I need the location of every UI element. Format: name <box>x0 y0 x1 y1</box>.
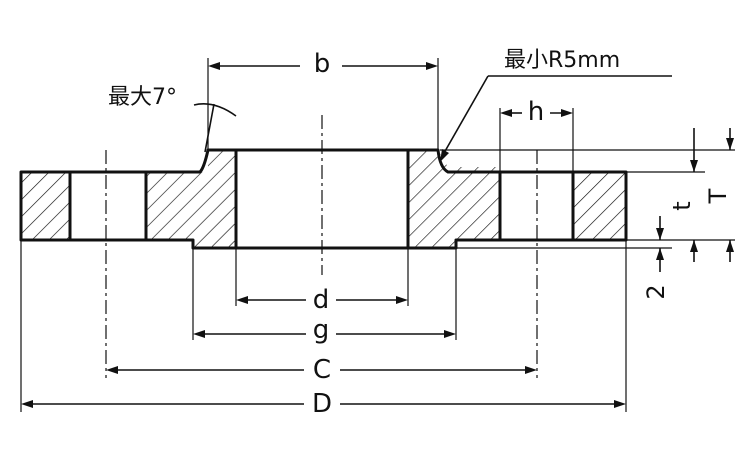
dim-D-arrow-left <box>21 400 33 408</box>
label-2: 2 <box>642 284 670 299</box>
dim-D-arrow-right <box>614 400 626 408</box>
horizontal-dimensions <box>21 62 626 408</box>
label-h: h <box>528 97 544 127</box>
label-d: d <box>313 285 330 315</box>
dim-b-arrow-left <box>208 62 220 70</box>
vertical-dimensions <box>656 128 734 272</box>
label-max-angle: 最大7° <box>108 85 177 110</box>
label-t: t <box>668 201 696 210</box>
leaders <box>193 75 672 162</box>
extension-lines <box>20 58 735 412</box>
left-hatch-inner <box>146 150 236 248</box>
right-hatch-outer <box>573 172 626 240</box>
dim-2-arrow-bottom <box>656 248 664 260</box>
dim-C-arrow-right <box>525 366 537 374</box>
dim-d-arrow-right <box>396 296 408 304</box>
dim-g-arrow-right <box>444 330 456 338</box>
hatched-sections <box>21 150 626 248</box>
label-C: C <box>313 355 331 385</box>
left-hatch-outer <box>21 172 70 240</box>
dim-g-arrow-left <box>193 330 205 338</box>
dim-2-arrow-top <box>656 228 664 240</box>
outer-profile <box>19 148 628 250</box>
dim-T-arrow-top <box>726 138 734 150</box>
dim-C-arrow-left <box>106 366 118 374</box>
max-angle-arc <box>193 103 237 117</box>
label-b: b <box>314 49 331 79</box>
flange-outline <box>19 148 628 250</box>
dim-h-arrow-right <box>561 109 573 117</box>
right-hatch-inner <box>408 150 500 248</box>
label-T: T <box>704 188 732 204</box>
dim-h-arrow-left <box>500 109 512 117</box>
label-min-radius: 最小R5mm <box>504 48 620 73</box>
dim-t-arrow-top <box>690 160 698 172</box>
center-lines <box>105 115 538 378</box>
min-radius-arrow <box>440 149 449 162</box>
min-radius-leader <box>439 75 489 161</box>
dim-t-arrow-bottom <box>690 240 698 252</box>
dimension-labels: b h d g C D 最大7° 最小R5mm t T 2 <box>108 48 732 419</box>
label-g: g <box>313 315 330 345</box>
dim-b-arrow-right <box>426 62 438 70</box>
dim-d-arrow-left <box>236 296 248 304</box>
max-angle-leader <box>204 103 215 153</box>
label-D: D <box>312 389 332 419</box>
dim-T-arrow-bottom <box>726 240 734 252</box>
